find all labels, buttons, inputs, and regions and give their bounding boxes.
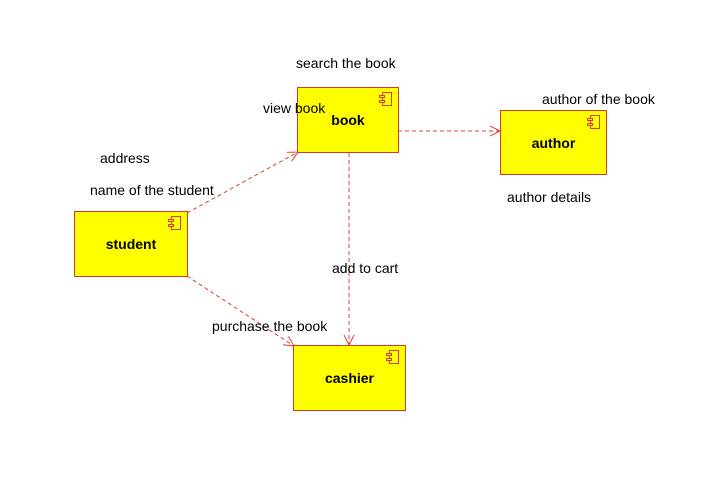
component-icon [386,350,399,364]
component-icon [587,115,600,129]
label-add-to-cart: add to cart [332,260,399,276]
dependency-student-cashier [186,275,294,346]
component-cashier[interactable]: cashier [293,345,406,411]
label-address: address [100,150,150,166]
label-name-of-the-student: name of the student [90,182,214,198]
component-author[interactable]: author [500,110,607,175]
component-book[interactable]: book [297,87,399,153]
dependency-student-book [186,152,298,214]
component-student-label: student [105,236,157,252]
component-book-label: book [331,112,365,128]
label-search-the-book: search the book [296,55,396,71]
component-cashier-label: cashier [324,370,375,386]
component-icon [379,92,392,106]
label-author-of-the-book: author of the book [542,91,655,107]
component-author-label: author [531,134,576,151]
label-view-book: view book [263,100,326,116]
label-purchase-the-book: purchase the book [212,318,328,334]
label-author-details: author details [507,189,592,205]
component-icon [168,216,181,230]
component-student[interactable]: student [74,211,188,277]
